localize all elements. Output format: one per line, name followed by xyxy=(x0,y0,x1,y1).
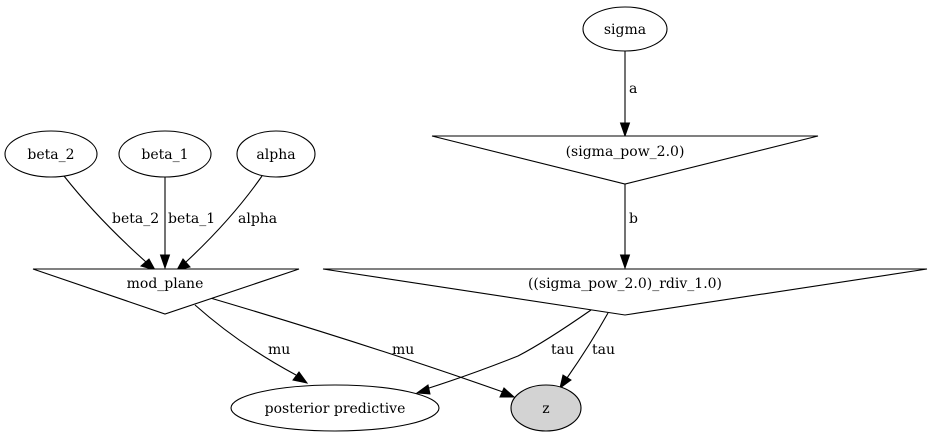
node-sigma[interactable]: sigma xyxy=(582,6,668,52)
edge-label-tau-pp: tau xyxy=(551,342,574,358)
arrowhead xyxy=(619,122,631,138)
arrowhead xyxy=(559,374,572,390)
node-ellipse xyxy=(118,130,212,178)
node-z[interactable]: z xyxy=(510,384,582,432)
edge-label-alpha: alpha xyxy=(238,211,277,227)
node-beta-2[interactable]: beta_2 xyxy=(4,130,98,178)
edge-label-b: b xyxy=(629,211,638,227)
edge-sigma-to-pow xyxy=(619,51,631,138)
node-rdiv[interactable]: ((sigma_pow_2.0)_rdiv_1.0) xyxy=(322,268,928,316)
edge-line xyxy=(63,175,147,263)
node-alpha[interactable]: alpha xyxy=(236,130,316,178)
arrowhead xyxy=(292,371,309,384)
edge-label-beta-1: beta_1 xyxy=(168,211,215,227)
node-label: beta_1 xyxy=(141,147,188,163)
node-label: alpha xyxy=(256,147,295,163)
edge-rdiv-to-z xyxy=(559,312,609,390)
edge-line xyxy=(185,175,263,263)
node-ellipse xyxy=(236,130,316,178)
node-label: beta_2 xyxy=(27,147,74,163)
edge-plane-to-z xyxy=(206,296,516,398)
node-triangle xyxy=(322,268,928,316)
arrowhead xyxy=(139,258,157,271)
arrowhead xyxy=(415,384,431,395)
edge-line xyxy=(425,309,592,390)
edge-label-a: a xyxy=(629,81,637,97)
arrowhead xyxy=(499,387,516,398)
node-beta-1[interactable]: beta_1 xyxy=(118,130,212,178)
edge-line xyxy=(566,312,609,379)
node-sigma-pow[interactable]: (sigma_pow_2.0) xyxy=(431,135,819,185)
arrowhead xyxy=(619,254,631,270)
edge-plane-to-pp xyxy=(194,304,309,384)
edge-rdiv-to-pp xyxy=(415,309,592,395)
node-ellipse-observed xyxy=(510,384,582,432)
edge-beta2-to-plane xyxy=(63,175,157,271)
node-triangle xyxy=(431,135,819,185)
node-triangle xyxy=(32,268,300,315)
node-label: posterior predictive xyxy=(265,401,406,417)
edge-pow-to-rdiv xyxy=(619,184,631,270)
node-label: sigma xyxy=(604,22,646,38)
node-posterior-predictive[interactable]: posterior predictive xyxy=(230,384,440,432)
node-ellipse xyxy=(230,384,440,432)
edge-label-beta-2: beta_2 xyxy=(112,211,159,227)
edge-label-tau-z: tau xyxy=(592,342,615,358)
edge-label-mu-z: mu xyxy=(392,342,414,358)
edge-label-mu-pp: mu xyxy=(268,342,290,358)
node-ellipse xyxy=(582,6,668,52)
arrowhead xyxy=(159,254,171,270)
node-label: z xyxy=(542,401,549,417)
node-label: (sigma_pow_2.0) xyxy=(566,144,685,160)
edge-beta1-to-plane xyxy=(159,177,171,270)
edge-line xyxy=(194,304,297,376)
node-label: ((sigma_pow_2.0)_rdiv_1.0) xyxy=(528,276,722,292)
edge-line xyxy=(206,296,504,393)
node-ellipse xyxy=(4,130,98,178)
node-mod-plane[interactable]: mod_plane xyxy=(32,268,300,315)
node-label: mod_plane xyxy=(127,276,204,292)
